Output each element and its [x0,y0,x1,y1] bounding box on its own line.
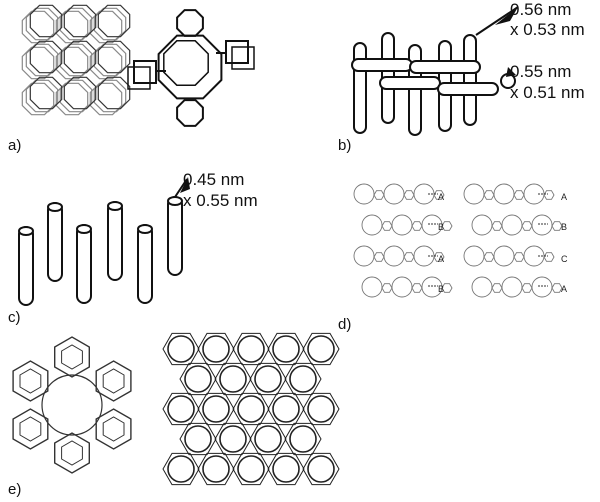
stacking-label: B [561,222,568,232]
panel-c: 0.45 nm x 0.55 nm c) [0,160,300,330]
panel-e-label: e) [8,481,22,498]
panel-b-channel2-dim1: 0.55 nm [510,62,572,81]
panel-d: A B A B A B C A d) [300,160,600,333]
stacking-label: A [561,284,568,294]
stacking-label: A [561,192,568,202]
stacking-label: C [561,254,568,264]
framework-layer [29,4,131,110]
framework-layer [21,10,123,116]
lattice-cells [162,332,340,486]
panel-b: 0.56 nm x 0.53 nm 0.55 nm x 0.51 nm b) [300,0,600,160]
stacking-label: B [438,284,445,294]
panel-a-framework-right [127,9,255,127]
framework-layer [25,7,127,113]
stacking-label: A [438,254,445,264]
panel-d-stacking-left [353,183,453,298]
panel-b-channel1-dim1: 0.56 nm [510,0,572,19]
parallel-channels [18,196,183,306]
panel-a: a) [0,0,300,160]
panel-d-stacking-right [463,183,563,298]
panel-c-label: c) [8,309,21,326]
panel-a-framework-left [21,4,131,116]
stacking-label: B [438,222,445,232]
panel-d-label: d) [338,316,352,333]
panel-e-framework-lattice [162,332,340,486]
cage-unit [127,9,255,127]
sodalite-cages [12,336,132,474]
panel-e-supercage-ring [12,336,132,474]
channel-tubes [351,32,516,136]
panel-b-channel-system [351,6,519,136]
stacking-layers [353,183,453,298]
panel-b-label: b) [338,137,352,154]
panel-b-channel2-dim2: x 0.51 nm [510,83,585,102]
panel-a-label: a) [8,137,22,154]
panel-e: e) [0,330,350,502]
panel-b-channel1-dim2: x 0.53 nm [510,20,585,39]
stacking-layers [463,183,563,298]
panel-c-channel-dim1: 0.45 nm [183,170,245,189]
panel-c-channel-system [18,177,190,306]
panel-c-channel-dim2: x 0.55 nm [183,191,258,210]
stacking-label: A [438,192,445,202]
